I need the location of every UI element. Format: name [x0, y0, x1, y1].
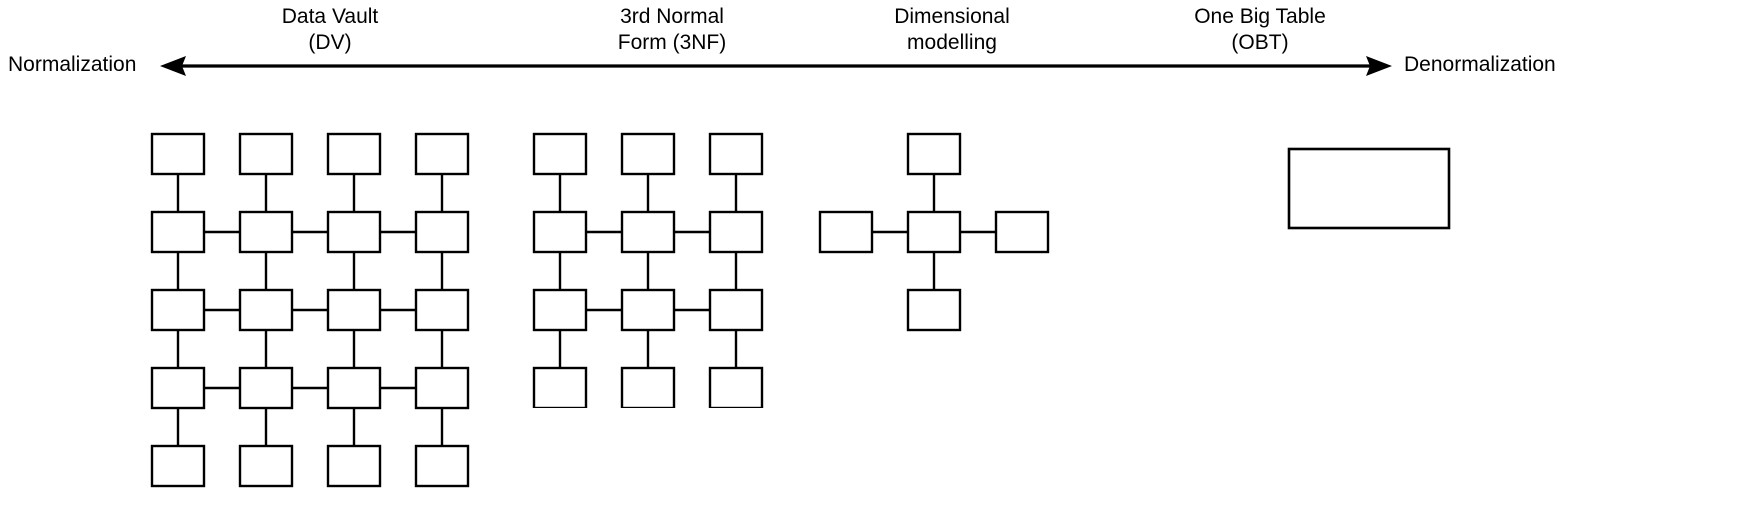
schema-diagram-data-vault	[150, 132, 530, 524]
schema-node-box	[532, 210, 588, 254]
spectrum-double-arrow-icon	[160, 56, 1392, 76]
schema-node-box	[414, 444, 470, 488]
schema-node-box	[414, 132, 470, 176]
schema-node-box	[414, 288, 470, 332]
schema-node-box-center-fact	[906, 210, 962, 254]
schema-node-box-one-big-table	[1287, 147, 1451, 230]
schema-node-box-left	[818, 210, 874, 254]
approach-label-one-big-table: One Big Table (OBT)	[1194, 5, 1326, 54]
schema-node-box	[150, 444, 206, 488]
schema-node-box	[326, 288, 382, 332]
schema-node-box	[326, 444, 382, 488]
schema-node-box	[708, 366, 764, 408]
axis-label-denormalization: Denormalization	[1404, 53, 1556, 76]
schema-diagram-third-normal-form	[532, 132, 824, 408]
approach-label-data-vault: Data Vault (DV)	[281, 5, 379, 54]
schema-node-box	[532, 132, 588, 176]
schema-node-box-top	[906, 132, 962, 176]
schema-node-box-right	[994, 210, 1050, 254]
schema-node-box	[532, 288, 588, 332]
schema-node-box	[150, 210, 206, 254]
schema-node-box	[414, 210, 470, 254]
schema-node-box	[620, 288, 676, 332]
schema-node-box	[620, 366, 676, 408]
approach-label-third-normal-form: 3rd Normal Form (3NF)	[617, 5, 727, 54]
schema-node-box	[532, 366, 588, 408]
schema-node-box	[620, 210, 676, 254]
schema-node-box	[708, 288, 764, 332]
schema-node-box	[150, 132, 206, 176]
schema-node-box	[326, 132, 382, 176]
schema-node-box	[238, 210, 294, 254]
schema-node-box	[620, 132, 676, 176]
schema-node-box	[238, 366, 294, 410]
schema-node-box	[326, 210, 382, 254]
schema-node-box	[414, 366, 470, 410]
schema-node-box	[238, 288, 294, 332]
approach-label-dimensional-modelling: Dimensional modelling	[894, 5, 1010, 54]
axis-label-normalization: Normalization	[8, 53, 137, 76]
schema-diagram-one-big-table	[1285, 145, 1457, 237]
schema-node-box	[238, 132, 294, 176]
schema-node-box	[238, 444, 294, 488]
schema-diagram-dimensional-modelling	[818, 132, 1074, 332]
schema-node-box	[708, 210, 764, 254]
schema-node-box	[150, 366, 206, 410]
schema-node-box-bottom	[906, 288, 962, 332]
schema-node-box	[150, 288, 206, 332]
schema-node-box	[708, 132, 764, 176]
schema-node-box	[326, 366, 382, 410]
